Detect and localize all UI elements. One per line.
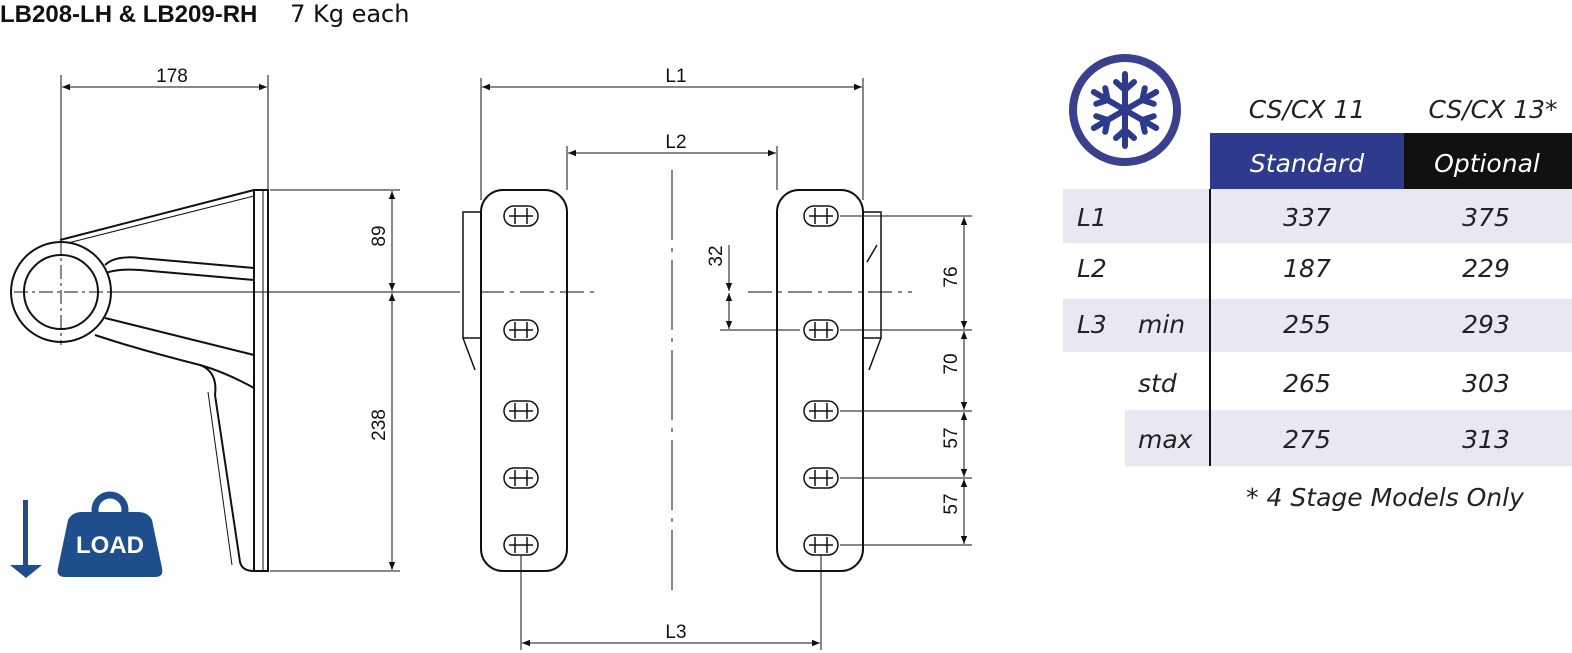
row-sublabel: max bbox=[1138, 425, 1193, 454]
row-sublabel: std bbox=[1138, 369, 1177, 398]
dim-l3 bbox=[520, 555, 822, 650]
model-codes: LB208-LH & LB209-RH bbox=[0, 1, 258, 28]
dim-238-label: 238 bbox=[369, 409, 390, 441]
row-label: L2 bbox=[1077, 254, 1107, 283]
col-tag-optional: Optional bbox=[1434, 149, 1540, 178]
bracket-side-view bbox=[10, 189, 269, 572]
dim-l1-label: L1 bbox=[665, 66, 686, 87]
optional-tag bbox=[1404, 133, 1572, 189]
dim-57b-label: 57 bbox=[941, 493, 962, 514]
cell-value: 187 bbox=[1283, 254, 1331, 283]
row-sublabel: min bbox=[1138, 310, 1185, 339]
cell-value: 303 bbox=[1462, 369, 1510, 398]
dim-vertical-front bbox=[840, 215, 972, 546]
dim-89-label: 89 bbox=[369, 225, 390, 246]
cell-value: 275 bbox=[1283, 425, 1331, 454]
row-shade-max bbox=[1125, 410, 1572, 466]
load-label: LOAD bbox=[76, 532, 144, 559]
dim-178-label: 178 bbox=[156, 66, 188, 87]
col-header-cs11: CS/CX 11 bbox=[1249, 95, 1366, 124]
dim-l2-label: L2 bbox=[665, 132, 686, 153]
cell-value: 375 bbox=[1462, 203, 1510, 232]
row-label: L3 bbox=[1077, 310, 1107, 339]
spec-table: CS/CX 11 CS/CX 13* Standard Optional L1 … bbox=[1063, 95, 1572, 512]
dim-178 bbox=[60, 75, 269, 240]
standard-tag bbox=[1210, 133, 1404, 189]
cell-value: 265 bbox=[1283, 369, 1331, 398]
row-label: L1 bbox=[1077, 203, 1107, 232]
page-title: LB208-LH & LB209-RH 7 Kg each bbox=[0, 0, 409, 29]
cell-value: 229 bbox=[1462, 254, 1510, 283]
cell-value: 337 bbox=[1283, 203, 1331, 232]
dim-32 bbox=[720, 245, 800, 331]
dim-32-label: 32 bbox=[706, 245, 727, 266]
dim-l1 bbox=[480, 78, 864, 200]
cell-value: 255 bbox=[1283, 310, 1331, 339]
dim-vertical-side bbox=[110, 189, 460, 572]
left-plate bbox=[462, 189, 568, 572]
load-weight-icon bbox=[57, 491, 163, 577]
dim-l3-label: L3 bbox=[665, 622, 686, 643]
model-weight: 7 Kg each bbox=[290, 0, 410, 28]
row-shade-l3 bbox=[1063, 299, 1572, 352]
row-shade-l1 bbox=[1063, 189, 1572, 243]
cell-value: 293 bbox=[1462, 310, 1510, 339]
dim-76-label: 76 bbox=[941, 266, 962, 287]
dim-l2 bbox=[566, 146, 778, 190]
table-footnote: * 4 Stage Models Only bbox=[1246, 483, 1525, 512]
dim-57a-label: 57 bbox=[941, 427, 962, 448]
down-arrow-icon bbox=[10, 500, 42, 578]
snowflake-icon bbox=[1069, 54, 1181, 166]
front-centerlines bbox=[480, 170, 912, 590]
right-plate bbox=[776, 189, 882, 572]
mounting-slots bbox=[503, 205, 839, 556]
cell-value: 313 bbox=[1462, 425, 1510, 454]
dim-70-label: 70 bbox=[941, 353, 962, 374]
col-tag-standard: Standard bbox=[1250, 149, 1364, 178]
col-header-cs13: CS/CX 13* bbox=[1428, 95, 1557, 124]
